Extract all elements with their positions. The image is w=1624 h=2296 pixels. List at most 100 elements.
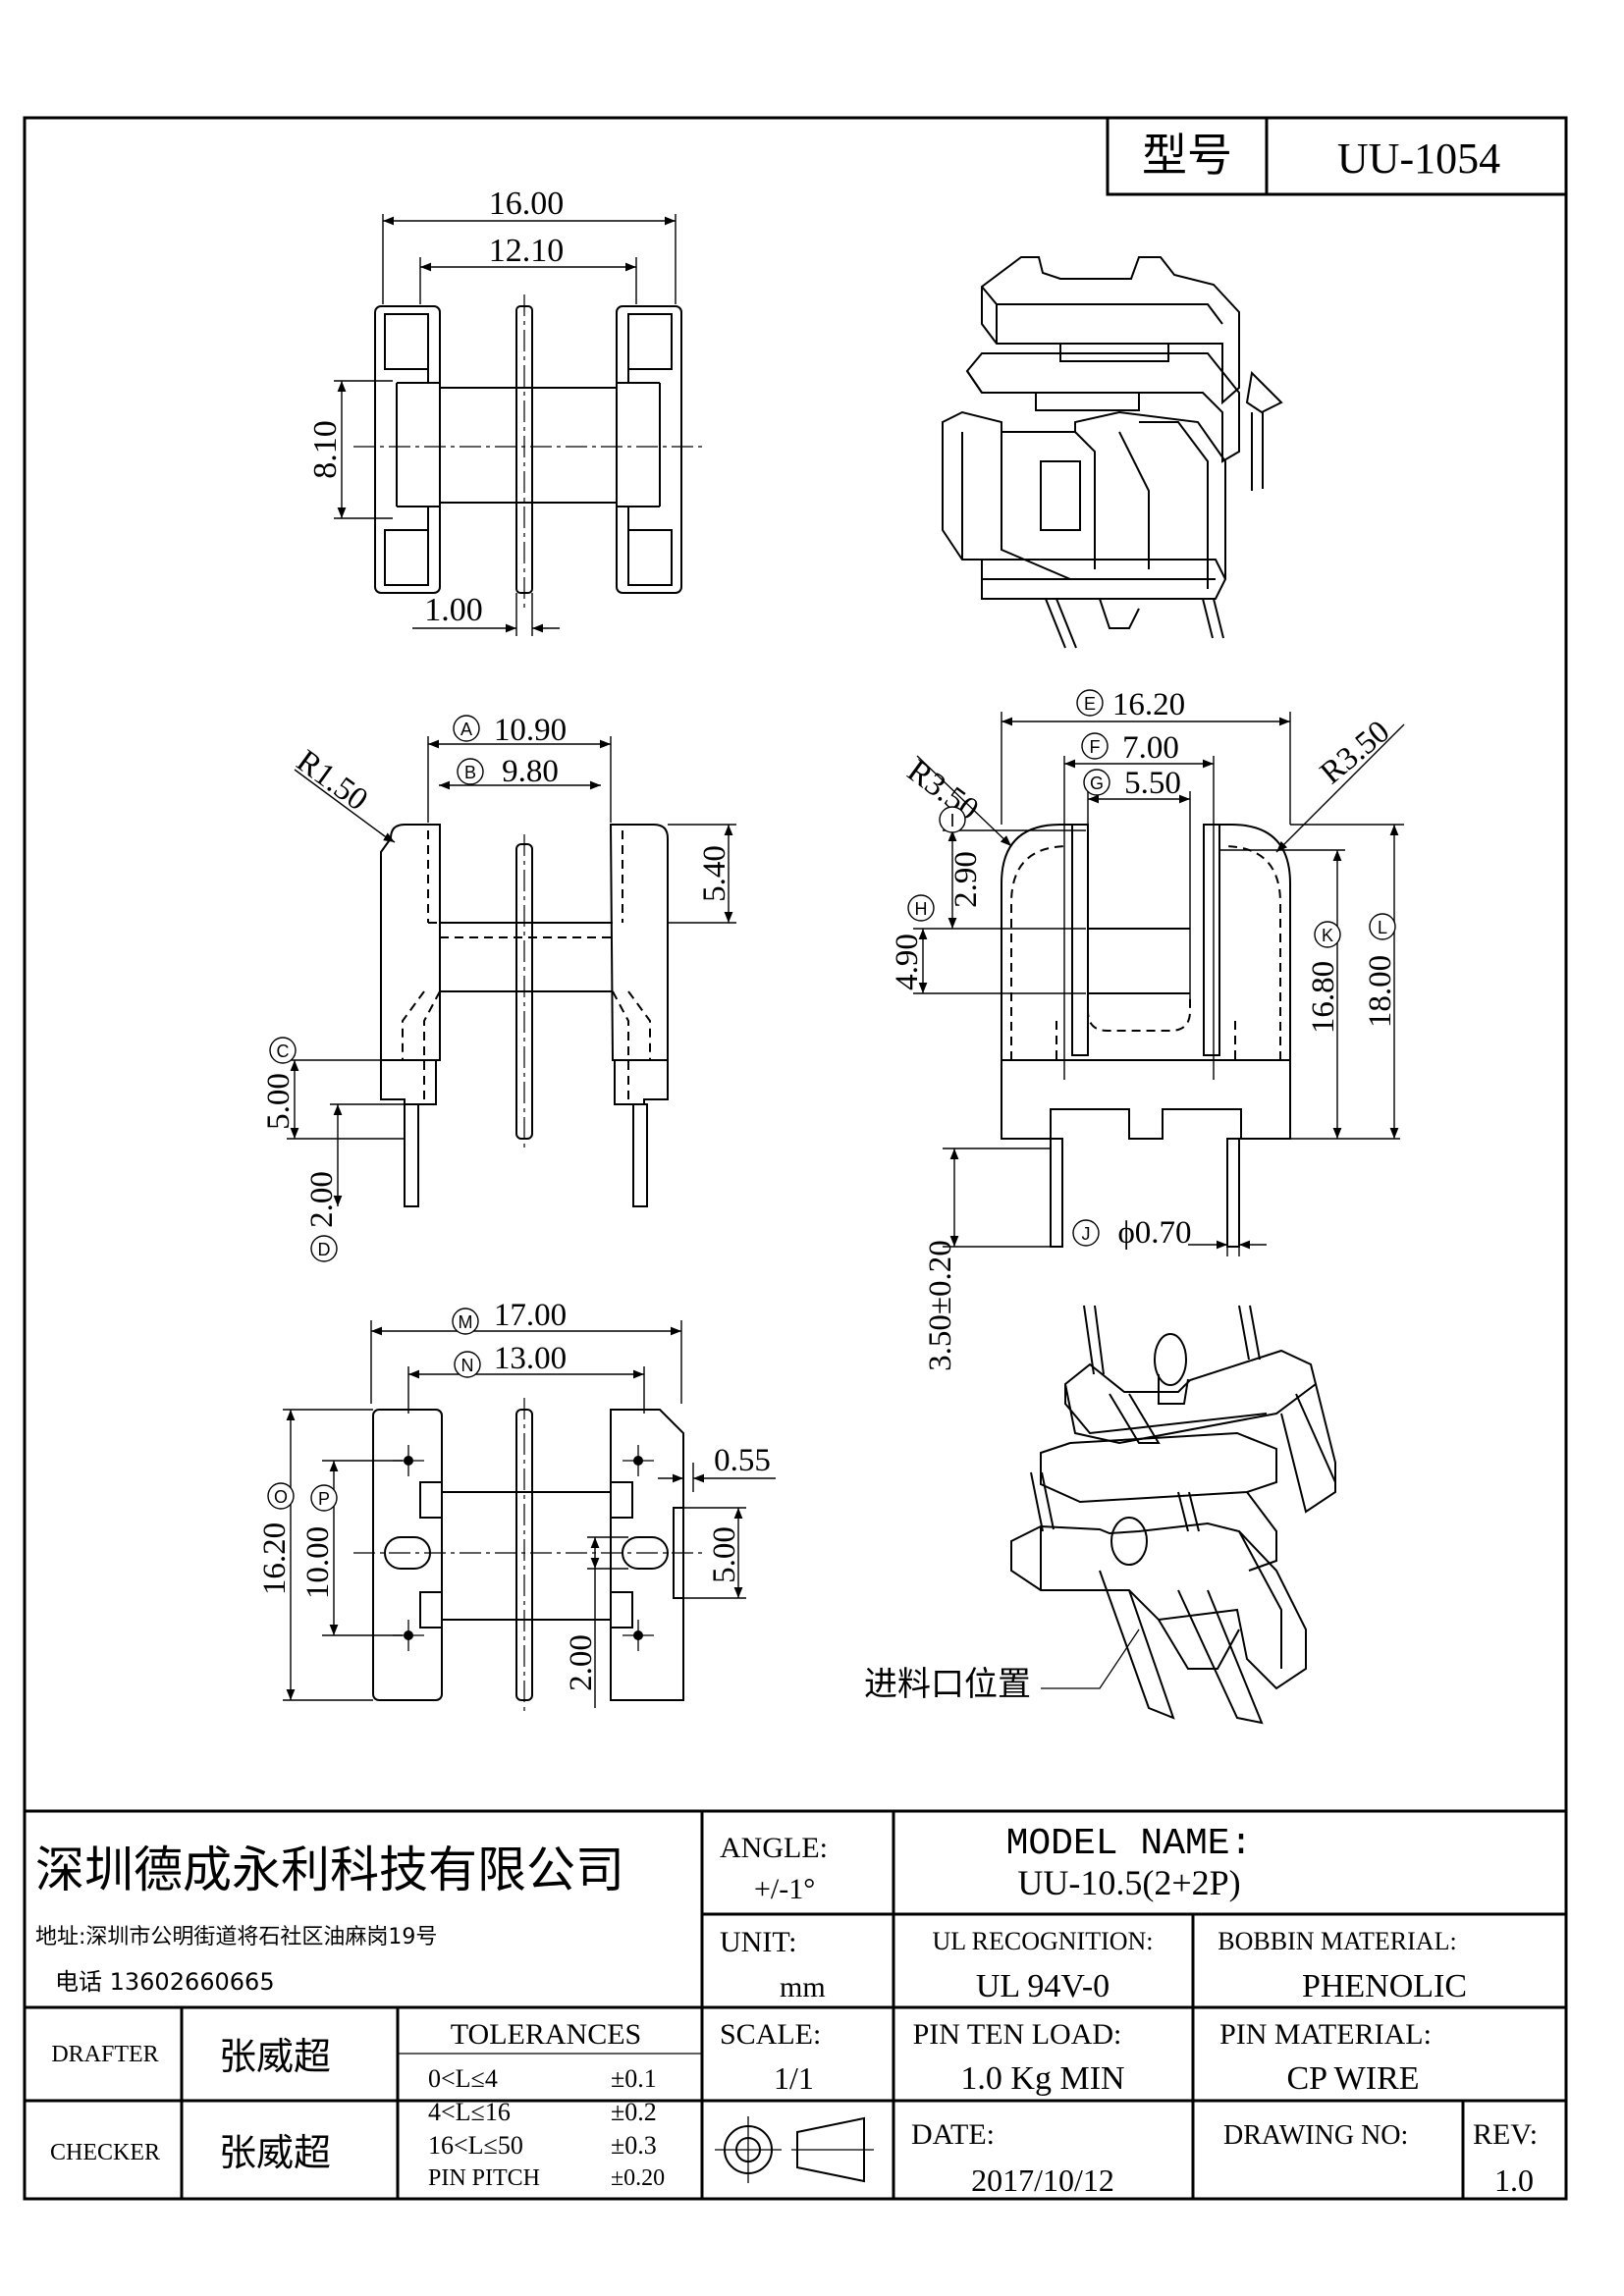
marker-p-letter: P — [318, 1489, 330, 1509]
sheet-border — [23, 116, 1568, 2201]
date-label: DATE: — [911, 2118, 995, 2151]
title-block: 深圳德成永利科技有限公司 地址:深圳市公明街道将石社区油麻岗19号 电话 136… — [25, 1809, 1566, 2199]
isometric-view-bottom: 进料口位置 — [864, 1305, 1336, 1725]
dim-e: 16.20 — [1112, 687, 1185, 722]
date-value: 2017/10/12 — [971, 2163, 1114, 2198]
pin-material-label: PIN MATERIAL: — [1219, 2018, 1432, 2051]
dim-r-right: R3.50 — [1314, 714, 1396, 791]
model-name-value: UU-10.5(2+2P) — [1017, 1863, 1240, 1902]
company-address: 地址:深圳市公明街道将石社区油麻岗19号 — [35, 1925, 437, 1949]
drafter-label: DRAFTER — [51, 2042, 158, 2067]
marker-d-letter: D — [318, 1240, 331, 1259]
dim-c: 5.00 — [261, 1073, 297, 1130]
marker-e-letter: E — [1084, 694, 1096, 714]
dim-p: 10.00 — [300, 1526, 336, 1599]
marker-a-letter: A — [460, 720, 472, 739]
dim-f: 7.00 — [1122, 730, 1179, 766]
dim-pin-length: 3.50±0.20 — [923, 1240, 958, 1371]
dim-l: ϕ0.70 — [1117, 1215, 1191, 1251]
ul-label: UL RECOGNITION: — [932, 1927, 1153, 1955]
marker-j — [1314, 921, 1341, 948]
marker-m — [452, 1308, 479, 1335]
marker-l — [1072, 1219, 1100, 1247]
dim-2-00: 2.00 — [564, 1634, 599, 1691]
pin-material-value: CP WIRE — [1286, 2060, 1419, 2097]
marker-l-letter: J — [1082, 1224, 1091, 1244]
marker-o-letter: O — [274, 1487, 288, 1507]
angle-label: ANGLE: — [720, 1832, 828, 1864]
marker-f-letter: F — [1090, 737, 1101, 757]
scale-label: SCALE: — [720, 2018, 821, 2051]
marker-d — [310, 1235, 338, 1262]
tol-range-2: 4<L≤16 — [428, 2098, 511, 2126]
marker-k — [1369, 913, 1396, 940]
marker-c-letter: C — [277, 1041, 290, 1061]
scale-value: 1/1 — [774, 2060, 814, 2096]
ul-value: UL 94V-0 — [976, 1968, 1110, 2004]
checker-name: 张威超 — [219, 2131, 331, 2174]
marker-b-letter: B — [464, 763, 476, 782]
dim-5-40: 5.40 — [697, 845, 732, 902]
dim-16-00: 16.00 — [489, 186, 565, 222]
tol-value-2: ±0.2 — [611, 2098, 657, 2126]
drawing-no-label: DRAWING NO: — [1223, 2120, 1408, 2151]
dim-n: 13.00 — [494, 1341, 567, 1376]
marker-f — [1081, 732, 1109, 760]
checker-label: CHECKER — [50, 2140, 160, 2165]
tolerance-table: 0<L≤4 ±0.1 4<L≤16 ±0.2 16<L≤50 ±0.3 PIN … — [428, 2064, 665, 2191]
projection-symbol — [715, 2116, 874, 2183]
drafter-name: 张威超 — [219, 2035, 331, 2078]
top-view: 16.00 12.10 8.10 — [307, 186, 703, 636]
marker-g-letter: G — [1090, 774, 1104, 793]
dim-i: 2.90 — [948, 851, 984, 908]
company-phone: 电话 13602660665 — [55, 1968, 275, 1996]
marker-c — [269, 1037, 297, 1064]
model-label: 型号 — [1142, 129, 1232, 182]
marker-m-letter: M — [459, 1312, 473, 1332]
marker-h — [907, 894, 935, 922]
tol-range-1: 0<L≤4 — [428, 2064, 498, 2093]
bobbin-value: PHENOLIC — [1302, 1968, 1467, 2004]
dim-h: 4.90 — [890, 934, 925, 990]
dim-o: 16.20 — [257, 1522, 293, 1595]
marker-p — [310, 1484, 338, 1512]
dim-k: 18.00 — [1363, 955, 1398, 1028]
dim-8-10: 8.10 — [307, 420, 344, 479]
dim-m: 17.00 — [494, 1298, 567, 1333]
marker-e — [1076, 689, 1104, 717]
pin-load-label: PIN TEN LOAD: — [913, 2018, 1122, 2051]
tol-value-4: ±0.20 — [611, 2165, 665, 2191]
marker-j-letter: K — [1322, 926, 1333, 945]
dim-1-00: 1.00 — [424, 592, 483, 628]
marker-a — [453, 715, 480, 742]
marker-b — [457, 758, 484, 785]
bobbin-label: BOBBIN MATERIAL: — [1218, 1927, 1456, 1955]
tolerances-title: TOLERANCES — [451, 2018, 641, 2051]
company-name: 深圳德成永利科技有限公司 — [35, 1842, 624, 1898]
rev-value: 1.0 — [1494, 2163, 1534, 2198]
dim-b: 9.80 — [502, 754, 559, 789]
dim-g: 5.50 — [1124, 766, 1181, 801]
marker-i-letter: I — [949, 811, 954, 830]
model-value: UU-1054 — [1337, 134, 1500, 183]
side-view: E 16.20 F 7.00 G 5.50 R3.50 R3.50 — [890, 687, 1405, 1371]
bottom-view: M 17.00 N 13.00 O — [257, 1298, 776, 1712]
dim-a: 10.90 — [494, 713, 567, 748]
dim-d: 2.00 — [304, 1171, 340, 1228]
isometric-view-top — [942, 256, 1283, 649]
pin-load-value: 1.0 Kg MIN — [960, 2060, 1124, 2097]
gate-position-label: 进料口位置 — [864, 1665, 1031, 1704]
tol-value-1: ±0.1 — [611, 2064, 657, 2093]
model-number-box: 型号 UU-1054 — [1106, 116, 1568, 196]
tol-range-4: PIN PITCH — [428, 2165, 540, 2191]
dim-radius: R1.50 — [290, 743, 374, 818]
marker-o — [267, 1482, 295, 1510]
dim-5-00: 5.00 — [707, 1526, 742, 1583]
unit-label: UNIT: — [720, 1926, 797, 1958]
dim-j: 16.80 — [1306, 961, 1341, 1034]
unit-value: mm — [780, 1971, 826, 2003]
marker-h-letter: H — [915, 899, 928, 919]
marker-k-letter: L — [1378, 918, 1387, 937]
tol-value-3: ±0.3 — [611, 2131, 657, 2160]
